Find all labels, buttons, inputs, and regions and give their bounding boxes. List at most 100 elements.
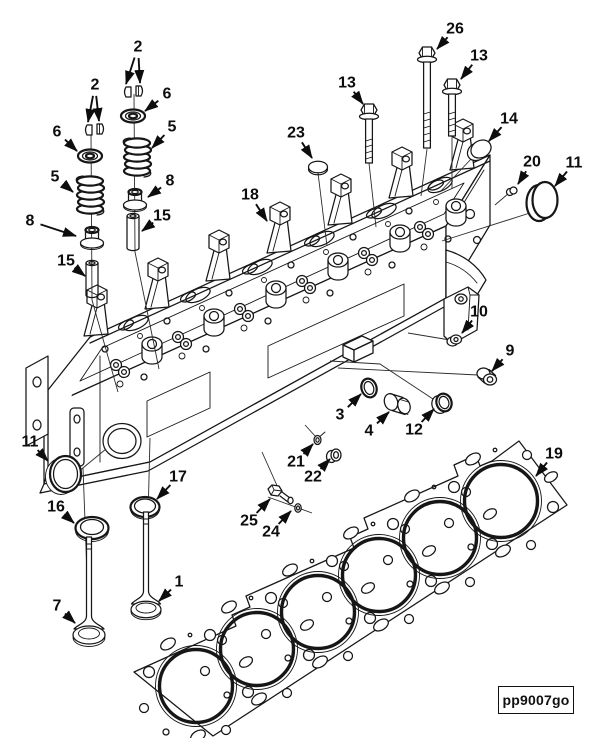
part-valve-keepers-right [123, 85, 144, 98]
part-11-cup-plug-right [525, 180, 559, 223]
part-head-bolt-13-right [441, 78, 463, 137]
callout-arrow [461, 319, 475, 334]
callout-label: 24 [262, 524, 280, 541]
part-24-washer [294, 503, 302, 513]
callout-arrow [554, 170, 568, 187]
part-22-plug [325, 448, 342, 464]
part-10-pipe-plug [446, 334, 463, 347]
part-spring-retainer-left [76, 148, 104, 164]
part-valve-spring-right [122, 136, 153, 179]
callout-arrow [125, 57, 136, 85]
callout-arrow [85, 95, 96, 123]
part-4-hex-plug [383, 392, 411, 416]
callout-label: 10 [470, 304, 488, 321]
callout-label: 1 [175, 574, 184, 591]
callout-label: 14 [500, 111, 518, 128]
callout-arrow [151, 134, 166, 149]
callout-label: 11 [22, 434, 39, 451]
callout-label: 13 [338, 75, 356, 92]
callout-label: 11 [566, 155, 583, 172]
callout-arrow [420, 408, 435, 423]
callout-label: 21 [287, 454, 305, 471]
part-valve-keepers-left [84, 123, 105, 136]
callout-label: 15 [57, 253, 75, 270]
callout-label: 25 [240, 513, 258, 530]
callout-label: 6 [53, 124, 62, 141]
part-spring-retainer-right [119, 108, 147, 124]
callout-label: 12 [405, 422, 423, 439]
part-25-fitting [267, 484, 294, 505]
part-valve-spring-left [75, 174, 106, 217]
callout-arrow [535, 461, 549, 477]
callout-arrow [156, 484, 172, 500]
callout-arrow [141, 219, 156, 232]
callout-arrow [491, 357, 505, 372]
callout-arrow [436, 35, 450, 50]
callout-label: 16 [47, 499, 65, 516]
callout-arrow [35, 448, 49, 462]
callout-label: 4 [365, 423, 374, 440]
callout-arrow [347, 393, 362, 408]
callout-arrow [517, 170, 530, 185]
callout-arrow [376, 411, 390, 425]
callout-arrow [277, 510, 292, 525]
callout-arrow [351, 90, 364, 105]
callout-label: 8 [26, 213, 35, 230]
callout-arrow [460, 64, 473, 80]
callout-arrow [317, 458, 331, 472]
callout-arrow [300, 141, 313, 159]
callout-label: 19 [545, 446, 563, 463]
callout-label: 3 [336, 407, 345, 424]
callout-label: 6 [163, 86, 172, 103]
callout-arrow [71, 264, 86, 277]
callout-label: 15 [153, 208, 171, 225]
rocker-pedestal [83, 284, 109, 337]
part-9-expansion-plug [476, 367, 498, 386]
part-11-cup-plug-left [45, 454, 83, 495]
callout-label: 7 [53, 598, 62, 615]
part-21-sealing-washer [313, 431, 326, 446]
callout-label: 5 [168, 119, 177, 136]
part-stem-seal-right [122, 187, 148, 213]
callout-arrow [60, 510, 75, 524]
part-23-cup-plug [307, 160, 329, 176]
callout-label: 9 [506, 343, 515, 360]
callout-label: 13 [470, 48, 488, 65]
part-head-gasket [133, 440, 568, 738]
callout-arrow [300, 443, 314, 457]
callout-label: 20 [523, 154, 541, 171]
part-stem-seal-left [79, 225, 105, 251]
callout-label: 26 [446, 21, 464, 38]
part-head-bolt-13-left [358, 103, 380, 164]
callout-arrow [147, 185, 162, 198]
callout-label: 8 [166, 173, 175, 190]
part-12-cup-plug [431, 392, 453, 414]
callout-label: 2 [91, 77, 100, 94]
callout-arrow [62, 610, 76, 624]
callout-arrow [255, 498, 271, 514]
figure-code-label: pp9007go [498, 686, 574, 714]
part-3-o-ring [360, 377, 378, 399]
part-7-exhaust-valve [72, 536, 106, 647]
callout-arrow [134, 57, 145, 84]
part-20-ball-plug [505, 186, 518, 197]
callout-label: 2 [134, 39, 143, 56]
part-14-cup-plug [466, 139, 492, 162]
callout-arrow [64, 138, 78, 152]
callout-label: 22 [304, 469, 322, 486]
callout-label: 18 [241, 187, 259, 204]
callout-arrow [40, 223, 77, 237]
part-head-bolt-26 [416, 46, 438, 149]
callout-arrow [158, 588, 172, 602]
callout-label: 17 [169, 469, 187, 486]
part-valve-guide-right [126, 212, 140, 252]
callout-label: 5 [51, 169, 60, 186]
callout-arrow [92, 95, 103, 122]
callout-arrow [144, 99, 159, 112]
callout-arrow [255, 203, 268, 222]
callout-arrow [59, 179, 74, 193]
callout-label: 23 [287, 125, 305, 142]
